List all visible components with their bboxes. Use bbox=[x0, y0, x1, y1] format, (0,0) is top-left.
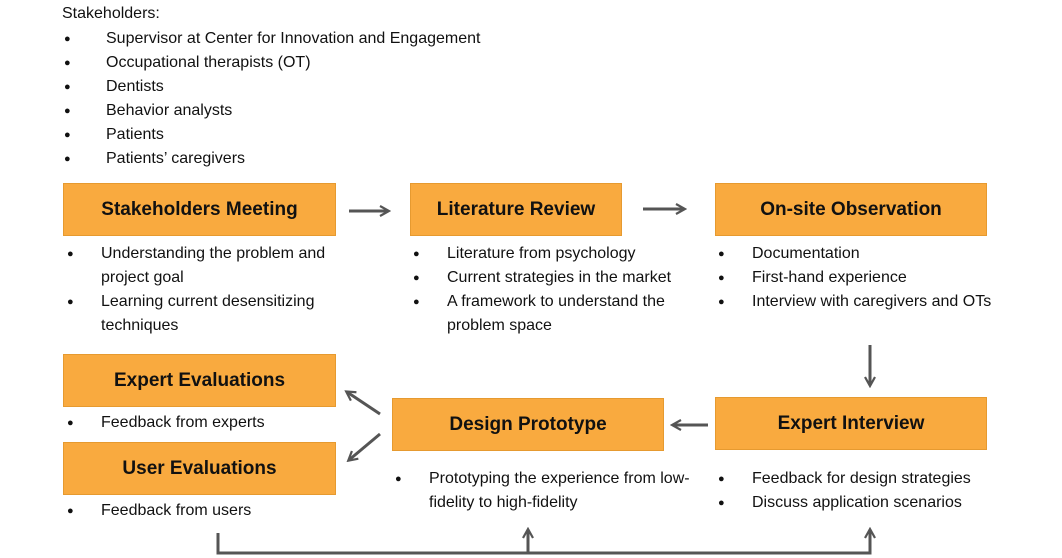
onsite-observation-box: On-site Observation bbox=[715, 183, 987, 236]
bullet-item: A framework to understand the problem sp… bbox=[411, 290, 701, 338]
bullet-item: Discuss application scenarios bbox=[716, 491, 1016, 515]
stakeholders-meeting-box: Stakeholders Meeting bbox=[63, 183, 336, 236]
bullet-item: First-hand experience bbox=[716, 266, 1036, 290]
bullet-item: Prototyping the experience from low-fide… bbox=[393, 467, 693, 515]
bullet-item: Current strategies in the market bbox=[411, 266, 701, 290]
arrow-prototype-to-user-eval bbox=[349, 432, 381, 460]
design-prototype-bullets: Prototyping the experience from low-fide… bbox=[393, 467, 693, 515]
bullet-item: Interview with caregivers and OTs bbox=[716, 290, 1036, 314]
bullet-item: Feedback from experts bbox=[65, 411, 340, 435]
stakeholders-title: Stakeholders: bbox=[62, 5, 160, 22]
literature-review-box: Literature Review bbox=[410, 183, 622, 236]
bullet-item: Feedback for design strategies bbox=[716, 467, 1016, 491]
stakeholders-meeting-bullets: Understanding the problem and project go… bbox=[65, 242, 340, 338]
stakeholder-item: Occupational therapists (OT) bbox=[62, 51, 480, 75]
stakeholder-item: Supervisor at Center for Innovation and … bbox=[62, 27, 480, 51]
bullet-item: Feedback from users bbox=[65, 499, 340, 523]
user-evaluations-bullets: Feedback from users bbox=[65, 499, 340, 523]
feedback-loop-line bbox=[216, 530, 870, 555]
bullet-item: Documentation bbox=[716, 242, 1036, 266]
bullet-item: Learning current desensitizing technique… bbox=[65, 290, 340, 338]
expert-evaluations-bullets: Feedback from experts bbox=[65, 411, 340, 435]
stakeholders-list: Supervisor at Center for Innovation and … bbox=[62, 27, 480, 171]
stakeholder-item: Dentists bbox=[62, 75, 480, 99]
stakeholder-item: Patients bbox=[62, 123, 480, 147]
onsite-observation-bullets: Documentation First-hand experience Inte… bbox=[716, 242, 1036, 314]
bullet-item: Literature from psychology bbox=[411, 242, 701, 266]
stakeholder-item: Patients’ caregivers bbox=[62, 147, 480, 171]
literature-review-bullets: Literature from psychology Current strat… bbox=[411, 242, 701, 338]
user-evaluations-box: User Evaluations bbox=[63, 442, 336, 495]
stakeholder-item: Behavior analysts bbox=[62, 99, 480, 123]
expert-interview-box: Expert Interview bbox=[715, 397, 987, 450]
expert-interview-bullets: Feedback for design strategies Discuss a… bbox=[716, 467, 1016, 515]
design-prototype-box: Design Prototype bbox=[392, 398, 664, 451]
expert-evaluations-box: Expert Evaluations bbox=[63, 354, 336, 407]
bullet-item: Understanding the problem and project go… bbox=[65, 242, 340, 290]
arrow-prototype-to-expert-eval bbox=[347, 392, 381, 416]
